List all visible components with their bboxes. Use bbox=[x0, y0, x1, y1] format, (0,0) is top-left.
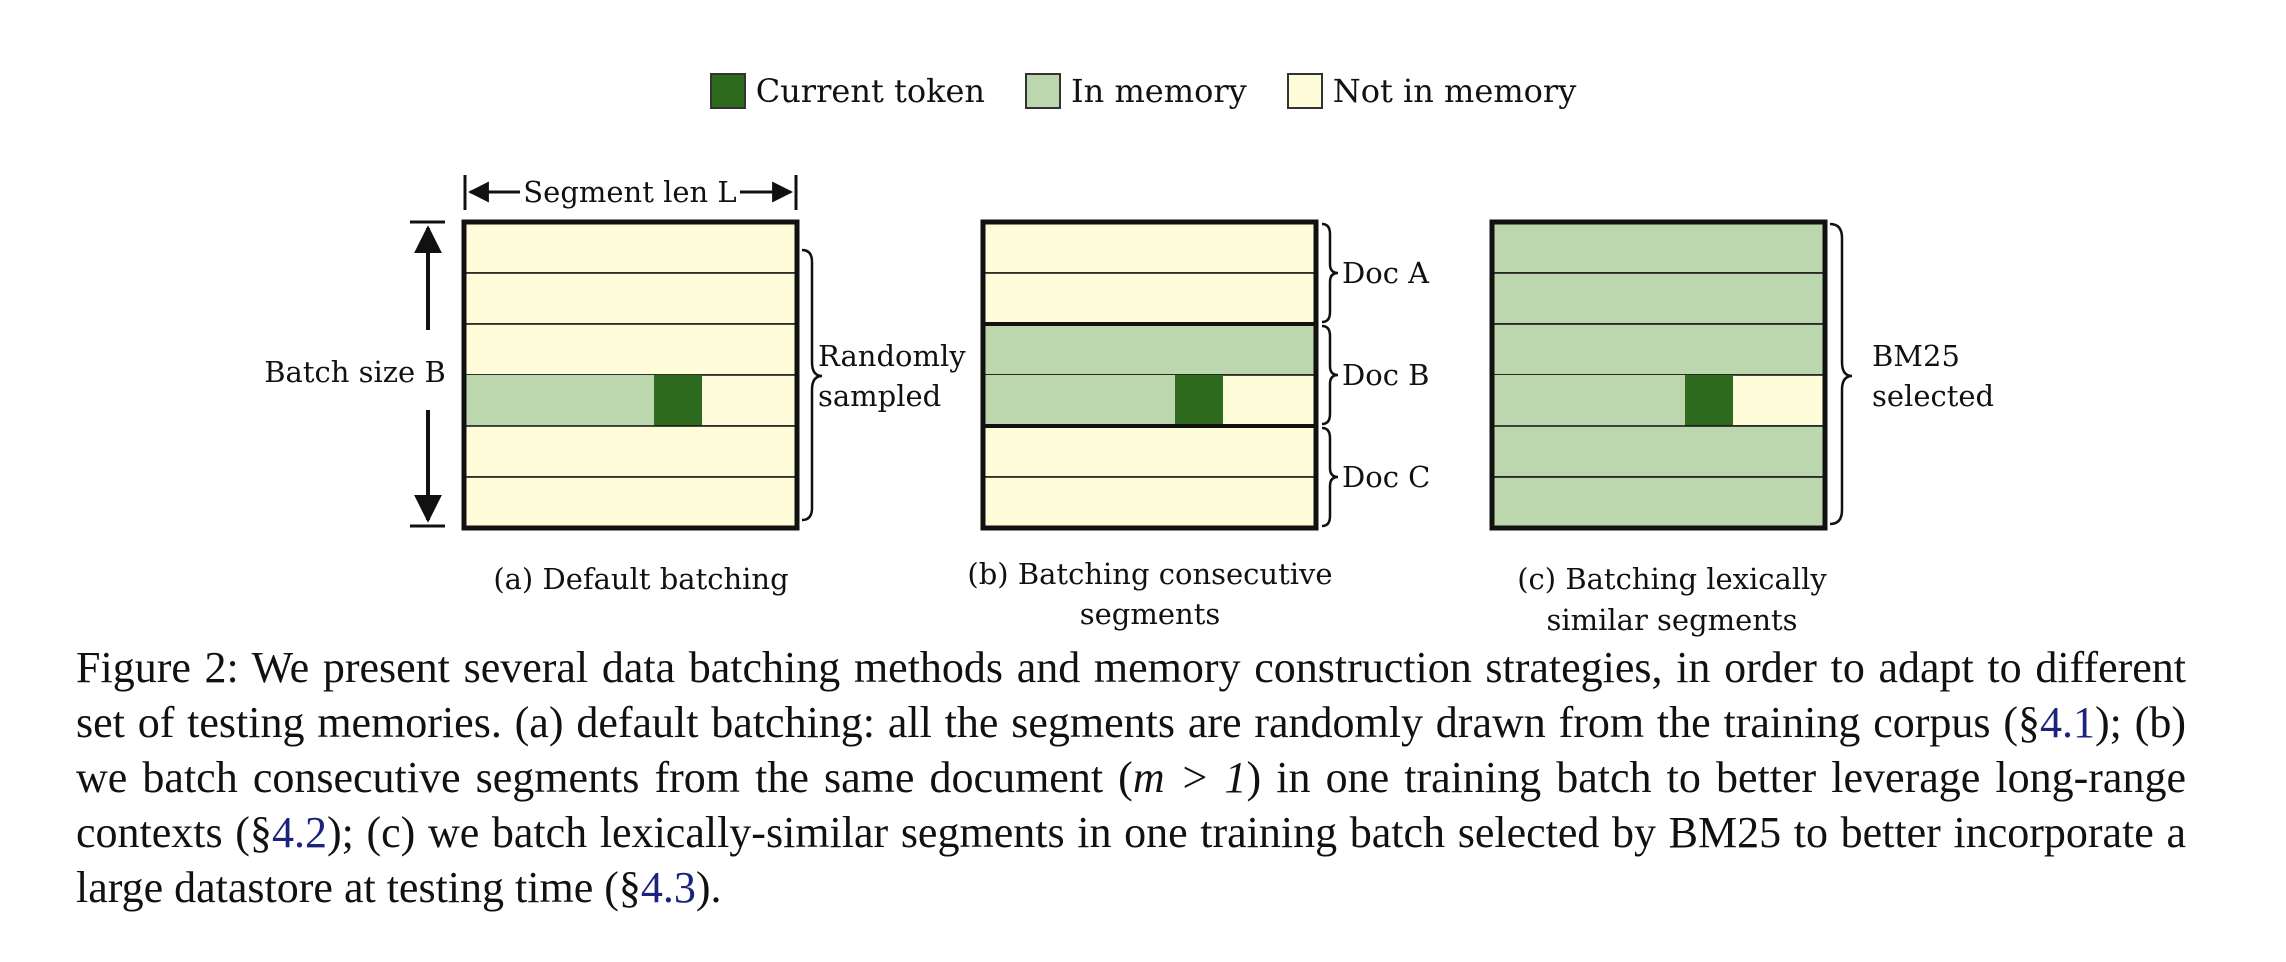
legend-item-in-memory: In memory bbox=[1025, 72, 1247, 110]
current-token-cell bbox=[654, 375, 702, 426]
caption-text: ); (b) we batch consecutive segments fro… bbox=[76, 698, 2186, 802]
current-token-cell bbox=[1175, 375, 1223, 426]
legend-label: Not in memory bbox=[1332, 72, 1577, 110]
in-memory-swatch bbox=[1025, 73, 1062, 109]
doc-a-brace bbox=[1321, 222, 1339, 324]
randomly-label: Randomly bbox=[818, 339, 966, 373]
subcaption-b-line2: segments bbox=[1080, 597, 1220, 631]
segment-row bbox=[1491, 272, 1826, 325]
segment-row bbox=[982, 323, 1317, 376]
randomly-sampled-brace bbox=[801, 248, 823, 522]
bm25-label: BM25 bbox=[1872, 339, 1960, 373]
legend-item-current-token: Current token bbox=[709, 72, 986, 110]
segment-row bbox=[982, 476, 1317, 529]
panel-a: Segment len L Batch size B Randomly samp… bbox=[264, 175, 966, 596]
legend-label: Current token bbox=[755, 72, 986, 110]
legend-label: In memory bbox=[1071, 72, 1247, 110]
segment-row bbox=[1491, 221, 1826, 274]
batch-grid-frame bbox=[980, 219, 1319, 531]
segment-row bbox=[463, 476, 798, 529]
doc-a-label: Doc A bbox=[1342, 256, 1430, 290]
caption-text: ); (c) we batch lexically-similar segmen… bbox=[76, 808, 2186, 912]
segment-row bbox=[463, 425, 798, 478]
figure-caption: Figure 2: We present several data batchi… bbox=[76, 640, 2186, 915]
diagram-svg: Segment len L Batch size B Randomly samp… bbox=[264, 175, 1994, 637]
selected-label: selected bbox=[1872, 379, 1994, 413]
legend: Current token In memory Not in memory bbox=[0, 72, 2286, 110]
caption-math: m > 1 bbox=[1132, 753, 1247, 802]
batch-size-label: Batch size B bbox=[264, 355, 446, 389]
section-ref-link[interactable]: 4.2 bbox=[271, 808, 327, 857]
segment-row bbox=[463, 272, 798, 325]
segment-row bbox=[982, 272, 1317, 325]
subcaption-c-line2: similar segments bbox=[1546, 603, 1797, 637]
in-memory-cells bbox=[1492, 375, 1685, 426]
caption-text: Figure 2: We present several data batchi… bbox=[76, 643, 2186, 747]
segment-row bbox=[1491, 425, 1826, 478]
segment-row bbox=[463, 323, 798, 376]
segment-row bbox=[1491, 476, 1826, 529]
subcaption-b-line1: (b) Batching consecutive bbox=[967, 557, 1332, 591]
in-memory-cells bbox=[464, 375, 654, 426]
panel-c: BM25 selected (c) Batching lexically sim… bbox=[1489, 219, 1994, 637]
subcaption-a: (a) Default batching bbox=[493, 562, 788, 596]
not-in-memory-swatch bbox=[1286, 73, 1323, 109]
section-ref-link[interactable]: 4.3 bbox=[640, 863, 696, 912]
doc-c-label: Doc C bbox=[1342, 460, 1430, 494]
doc-b-brace bbox=[1321, 324, 1339, 426]
sampled-label: sampled bbox=[818, 379, 941, 413]
current-token-cell bbox=[1685, 375, 1733, 426]
bm25-brace bbox=[1829, 222, 1853, 526]
segment-row bbox=[1491, 323, 1826, 376]
segment-row bbox=[982, 221, 1317, 274]
segment-row bbox=[463, 221, 798, 274]
subcaption-c-line1: (c) Batching lexically bbox=[1517, 562, 1827, 596]
caption-text: ) in one training batch to better levera… bbox=[76, 753, 2186, 857]
legend-item-not-in-memory: Not in memory bbox=[1286, 72, 1577, 110]
segment-length-label: Segment len L bbox=[523, 175, 736, 209]
batch-grid-frame bbox=[461, 219, 800, 531]
in-memory-cells bbox=[983, 375, 1175, 426]
batch-grid-frame bbox=[1489, 219, 1828, 531]
section-ref-link[interactable]: 4.1 bbox=[2039, 698, 2095, 747]
segment-row bbox=[982, 425, 1317, 478]
caption-text: ). bbox=[695, 863, 722, 912]
current-token-swatch bbox=[709, 73, 746, 109]
doc-b-label: Doc B bbox=[1342, 358, 1429, 392]
panel-b: Doc A Doc B Doc C (b) Batching consecuti… bbox=[967, 219, 1430, 631]
doc-c-brace bbox=[1321, 426, 1339, 528]
